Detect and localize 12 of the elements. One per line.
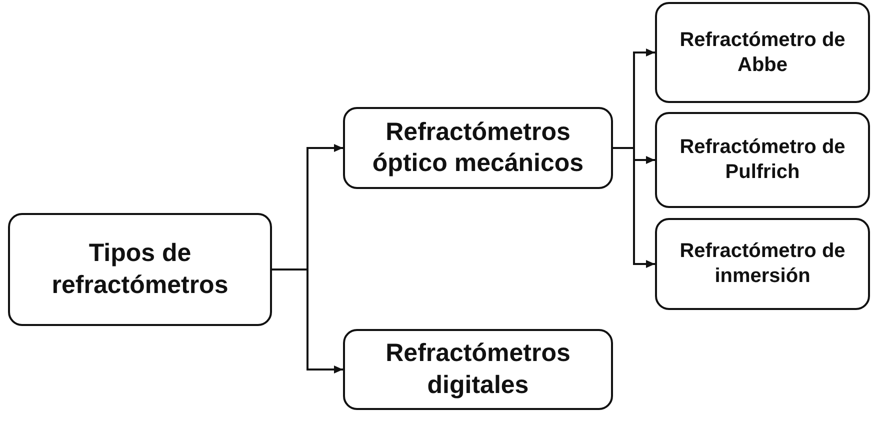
box-label: Refractómetro de Abbe [678, 28, 846, 78]
box-label: Refractómetro de inmersión [678, 239, 846, 289]
box-label: Refractómetro de Pulfrich [678, 135, 846, 185]
process-box [8, 213, 272, 326]
process-box [343, 329, 613, 410]
process-box [655, 2, 870, 103]
box-label: Refractómetros digitales [384, 338, 572, 400]
process-box [655, 218, 870, 310]
process-box [655, 112, 870, 208]
box-label: Tipos de refractómetros [50, 238, 230, 300]
process-box [343, 107, 613, 189]
box-label: Refractómetros óptico mecánicos [371, 116, 585, 179]
